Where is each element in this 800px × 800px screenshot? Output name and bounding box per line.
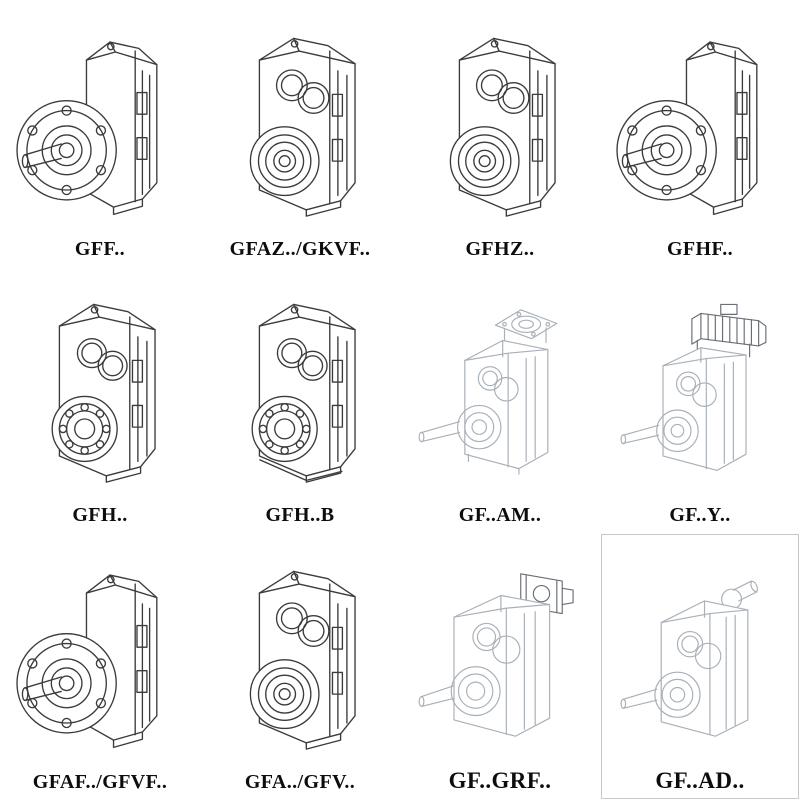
- model-label: GFAZ../GKVF..: [229, 237, 371, 260]
- model-label: GF..AM..: [458, 504, 542, 527]
- input-shaft-gearbox-icon: [612, 554, 788, 766]
- model-label: GFH..: [72, 504, 128, 527]
- gearbox-cell: GF..AD..: [600, 533, 800, 800]
- gearbox-cell: GFAZ../GKVF..: [200, 0, 400, 267]
- gearbox-cell: GFH..B: [200, 267, 400, 534]
- model-label: GFHZ..: [465, 237, 535, 260]
- gearbox-cell: GFF..: [0, 0, 200, 267]
- gearbox-cell: GFHZ..: [400, 0, 600, 267]
- gearbox-cell: GFH..: [0, 267, 200, 534]
- flange-gearbox-icon: [12, 557, 188, 769]
- gearbox-cell: GFA../GFV..: [200, 533, 400, 800]
- gearbox-cell: GFAF../GFVF..: [0, 533, 200, 800]
- model-label: GF..Y..: [669, 504, 731, 527]
- model-label: GFA../GFV..: [244, 770, 356, 793]
- model-label: GFH..B: [265, 504, 335, 527]
- model-label: GF..AD..: [655, 767, 745, 793]
- gearbox-cell: GF..Y..: [600, 267, 800, 534]
- model-label: GFHF..: [666, 237, 734, 260]
- model-label: GF..GRF..: [448, 767, 552, 793]
- input-flange-gearbox-icon: [412, 554, 588, 766]
- shaft-gearbox-icon: [212, 24, 388, 236]
- gearbox-cell: GF..GRF..: [400, 533, 600, 800]
- model-label: GFAF../GFVF..: [32, 770, 168, 793]
- model-label: GFF..: [74, 237, 126, 260]
- flange-gearbox-icon: [12, 24, 188, 236]
- shaft-gearbox-icon: [412, 24, 588, 236]
- flange-gearbox-icon: [612, 24, 788, 236]
- hollow-shaft-gearbox-icon: [12, 290, 188, 502]
- motor-mounted-gearbox-icon: [612, 290, 788, 502]
- gearbox-cell: GF..AM..: [400, 267, 600, 534]
- motor-adapter-gearbox-icon: [412, 290, 588, 502]
- gearbox-cell: GFHF..: [600, 0, 800, 267]
- hollow-shaft-gearbox-base-icon: [212, 290, 388, 502]
- shaft-gearbox-icon: [212, 557, 388, 769]
